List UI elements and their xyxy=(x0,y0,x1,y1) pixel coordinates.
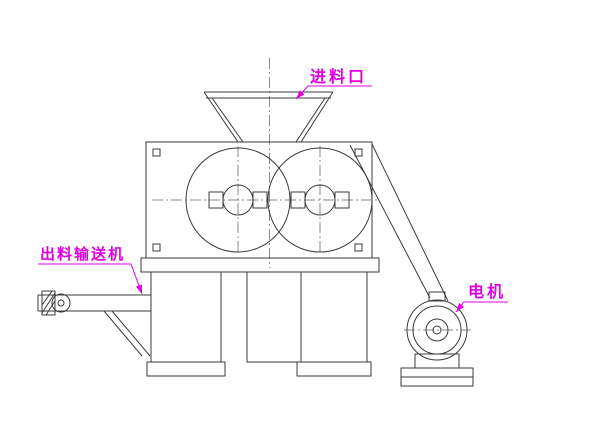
feed-inlet-label: 进料口 xyxy=(310,67,367,86)
discharge-conveyor-label: 出料输送机 xyxy=(40,245,125,263)
feed-hopper xyxy=(203,91,334,143)
discharge-conveyor-arrowhead xyxy=(135,284,142,294)
bolt-top-right xyxy=(354,148,363,157)
discharge-conveyor xyxy=(37,290,151,357)
conveyor-pulley xyxy=(51,293,71,313)
bed-band xyxy=(140,257,380,273)
left-foot xyxy=(146,361,226,377)
belt-line-left xyxy=(349,144,431,299)
hopper-left-inner-wall xyxy=(211,97,244,143)
motor-pulley-circle xyxy=(425,318,449,342)
left-leg xyxy=(150,271,222,363)
motor-shaft xyxy=(432,325,442,335)
hopper-right-wall xyxy=(300,91,334,143)
base-frame xyxy=(140,257,380,377)
motor-body-circle xyxy=(406,299,468,361)
conveyor-drive-block xyxy=(41,290,56,316)
conveyor-strut-1 xyxy=(103,310,143,357)
right-foot xyxy=(296,361,372,377)
discharge-conveyor-leader-line xyxy=(38,263,143,295)
center-lines xyxy=(152,58,471,331)
bolt-top-left xyxy=(152,148,161,157)
left-roller-key-left xyxy=(208,191,224,209)
hopper-left-wall xyxy=(203,91,239,143)
right-roller-key-right xyxy=(334,191,350,209)
drive-block-hatch-3 xyxy=(45,300,56,316)
machine-outline xyxy=(37,91,474,387)
drive-block-hatch-2 xyxy=(41,290,53,306)
bolt-bottom-left xyxy=(152,243,161,252)
right-roller-circle xyxy=(267,147,373,253)
bolt-bottom-right xyxy=(354,243,363,252)
drive-block-hatch-1 xyxy=(41,292,56,314)
motor-assembly xyxy=(349,143,474,387)
motor-arrowhead xyxy=(456,302,465,312)
conveyor-strut-2 xyxy=(111,310,151,357)
conveyor-pulley-shaft xyxy=(57,299,65,307)
press-rollers xyxy=(185,147,373,253)
left-roller-circle xyxy=(185,147,291,253)
left-roller-key-right xyxy=(252,191,268,209)
motor-terminal-box xyxy=(428,291,446,302)
annotations: 进料口 出料输送机 电机 xyxy=(38,67,508,313)
feed-inlet-arrowhead xyxy=(296,90,305,99)
right-leg xyxy=(246,271,368,363)
belt-line-right xyxy=(371,143,449,302)
motor-label: 电机 xyxy=(468,282,506,301)
right-roller-key-left xyxy=(290,191,306,209)
hopper-right-inner-wall xyxy=(295,97,326,143)
